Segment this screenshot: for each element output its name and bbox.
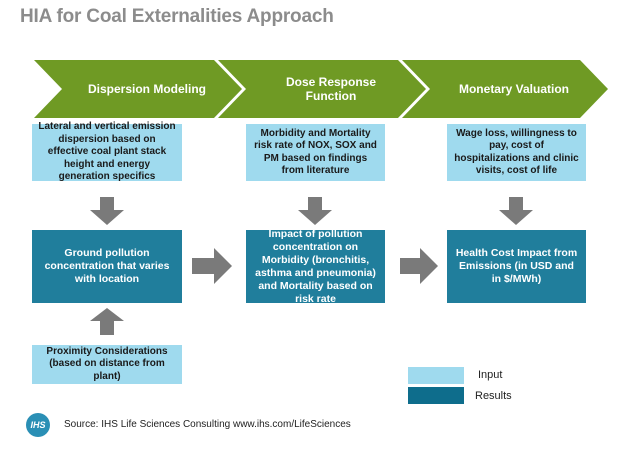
input-box-dispersion: Lateral and vertical emission dispersion… [32, 121, 182, 182]
stage-dispersion-modeling: Dispersion Modeling [34, 60, 242, 118]
up-arrow-icon [90, 308, 124, 335]
result-box-health-cost: Health Cost Impact from Emissions (in US… [447, 230, 586, 303]
legend-results-swatch [408, 387, 464, 404]
result-box-ground-pollution: Ground pollution concentration that vari… [32, 230, 182, 303]
stage-dose-response-function: Dose Response Function [218, 60, 426, 118]
stage-label: Dispersion Modeling [87, 82, 206, 96]
result-box-impact: Impact of pollution concentration on Mor… [246, 228, 385, 305]
right-arrow-icon [192, 248, 232, 284]
down-arrow-icon [499, 197, 533, 225]
input-box-dose-response: Morbidity and Mortality risk rate of NOX… [246, 124, 385, 181]
page-title: HIA for Coal Externalities Approach [20, 6, 334, 27]
input-box-proximity: Proximity Considerations (based on dista… [32, 345, 182, 384]
ihs-logo: IHS [26, 413, 50, 437]
source-note: Source: IHS Life Sciences Consulting www… [64, 419, 351, 430]
down-arrow-icon [298, 197, 332, 225]
legend-input-label: Input [478, 369, 503, 381]
legend-results-label: Results [475, 390, 512, 402]
down-arrow-icon [90, 197, 124, 225]
stage-monetary-valuation: Monetary Valuation [402, 60, 608, 118]
input-box-monetary: Wage loss, willingness to pay, cost of h… [447, 124, 586, 181]
legend-input-swatch [408, 367, 464, 384]
stage-label: Dose Response Function [285, 75, 377, 103]
right-arrow-icon [400, 248, 438, 284]
stage-label: Monetary Valuation [458, 82, 570, 96]
